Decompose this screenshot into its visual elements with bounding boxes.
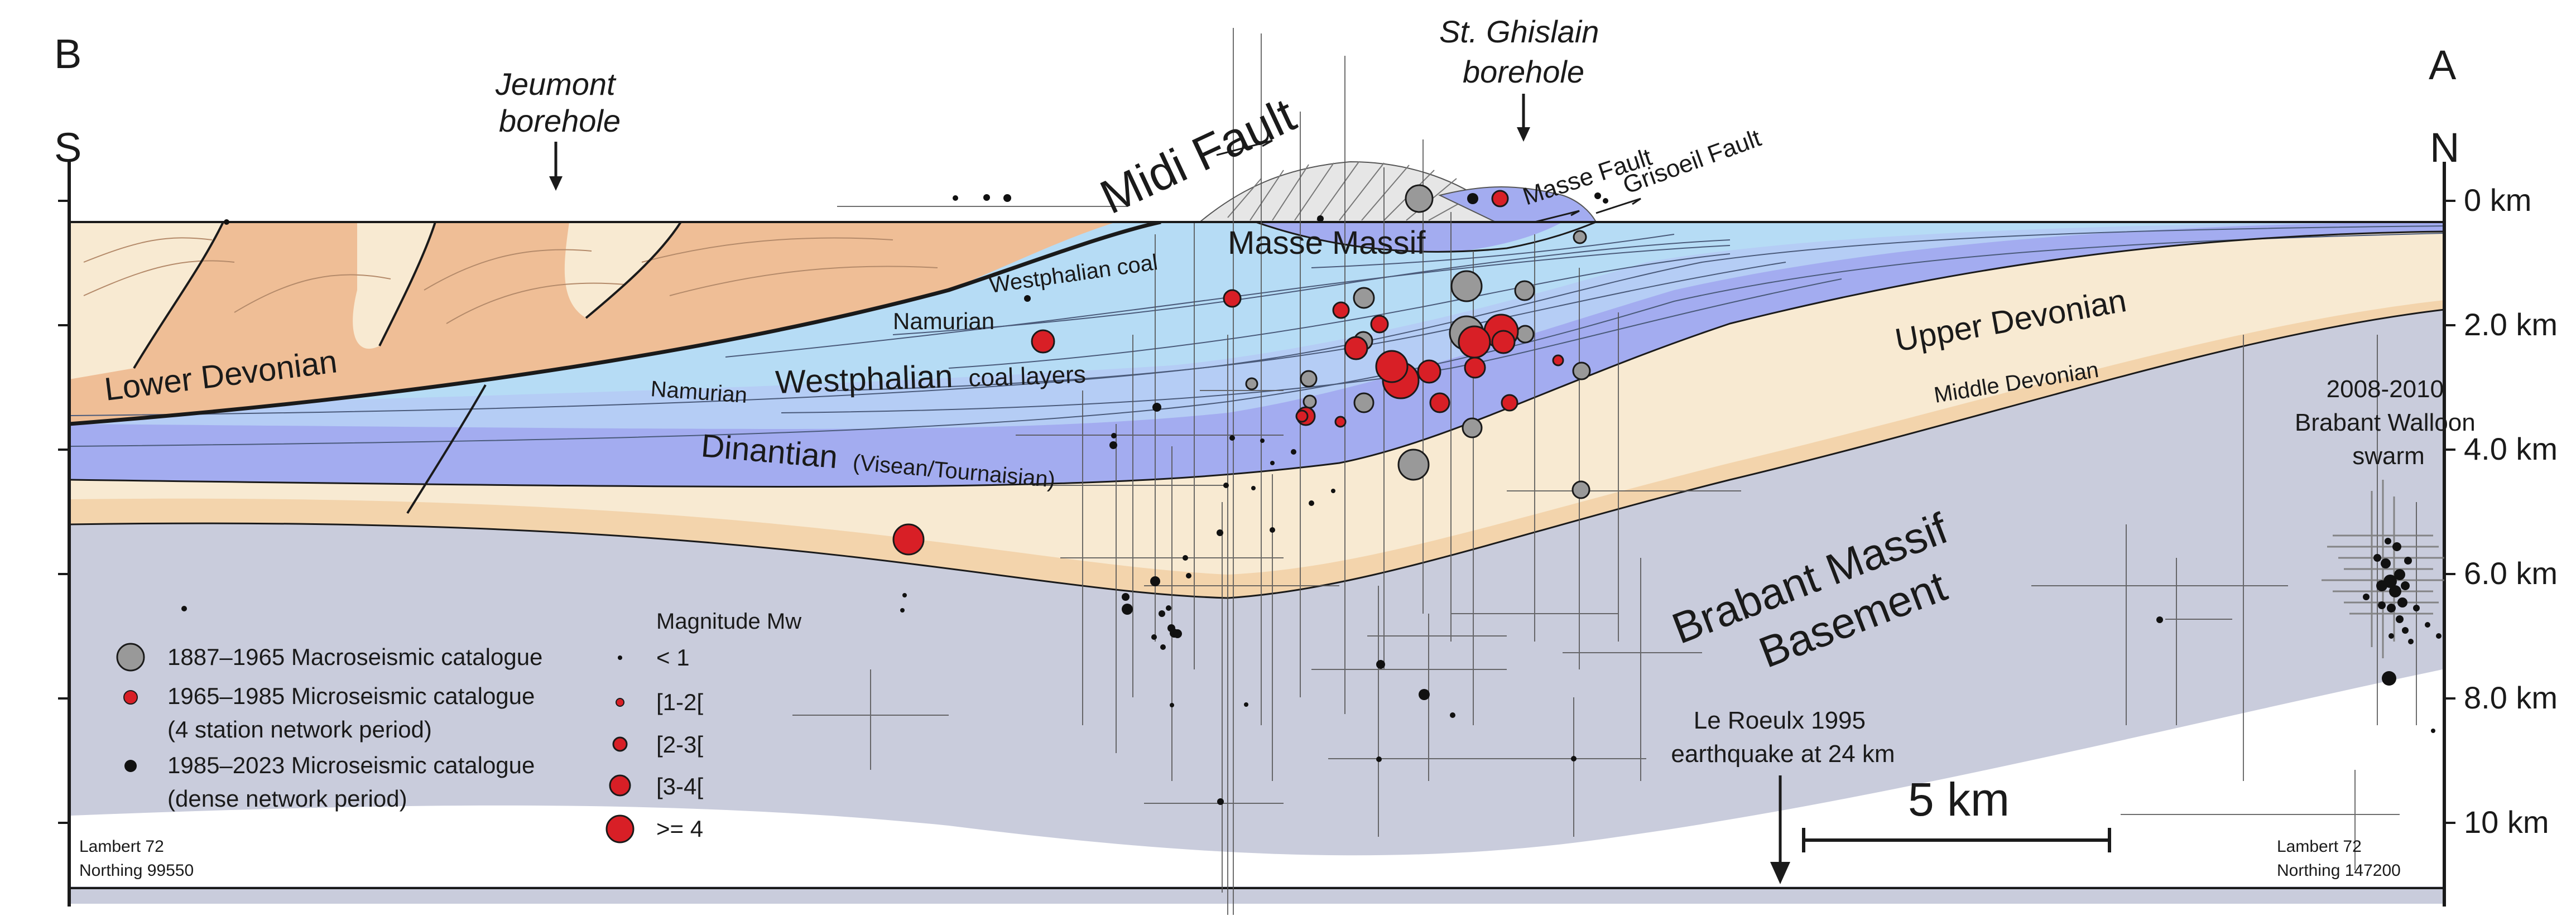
legend-mag-5-symbol: [605, 814, 635, 843]
panel-letter-a: A: [2429, 42, 2457, 88]
legend-micro-dense-text: 1985–2023 Microseismic catalogue (dense …: [167, 752, 541, 812]
swarm-bars: [2322, 480, 2444, 658]
left-depth-ticks: [58, 200, 69, 824]
lower-devonian-layer: [69, 222, 1116, 424]
legend-mag-5: >= 4: [656, 816, 703, 842]
legend-mag-3: [2-3[: [656, 731, 703, 758]
direction-south: S: [54, 124, 81, 171]
right-depth-ticks: [2444, 200, 2455, 824]
legend: 1887–1965 Macroseismic catalogue 1965–19…: [116, 609, 801, 843]
microseismic-4-station-events: [892, 190, 1564, 556]
section-frame: [68, 162, 2446, 907]
fold-lines: [83, 237, 938, 324]
middle-devonian-layer: [69, 300, 2444, 598]
legend-macro-symbol: [116, 643, 145, 672]
left-coordinates: Lambert 72 Northing 99550: [79, 837, 194, 880]
le-roeulx-label: Le Roeulx 1995 earthquake at 24 km: [1671, 707, 1895, 768]
svg-text:2.0 km: 2.0 km: [2464, 307, 2558, 342]
jeumont-label: Jeumont borehole: [495, 66, 624, 138]
uncertainty-bars: [792, 28, 2417, 915]
fault-lines: [69, 222, 1597, 514]
legend-micro-old-text: 1965–1985 Microseismic catalogue (4 stat…: [167, 683, 541, 743]
midi-fault-line: [69, 222, 1161, 426]
swarm-label: 2008-2010 Brabant Walloon swarm: [2295, 375, 2482, 470]
borehole-arrows: [549, 94, 1790, 884]
microseismic-dense-events: [181, 192, 2442, 805]
svg-text:6.0 km: 6.0 km: [2464, 556, 2558, 591]
panel-letter-b: B: [54, 31, 81, 77]
legend-mag-4-symbol: [609, 774, 631, 797]
legend-mag-1: < 1: [656, 644, 690, 671]
legend-mag-2: [1-2[: [656, 689, 703, 715]
legend-mag-2-symbol: [616, 698, 624, 707]
hatched-remnant: [1198, 161, 1597, 223]
direction-north: N: [2430, 124, 2459, 171]
svg-text:4.0 km: 4.0 km: [2464, 431, 2558, 466]
legend-mag-1-symbol: [618, 655, 622, 660]
thrust-wedge-b: [353, 222, 435, 349]
legend-mag-4: [3-4[: [656, 773, 703, 799]
legend-mag-3-symbol: [612, 736, 628, 752]
svg-text:0 km: 0 km: [2464, 182, 2531, 218]
lower-white-area: [71, 669, 2443, 886]
svg-text:10 km: 10 km: [2464, 804, 2549, 840]
svg-text:8.0 km: 8.0 km: [2464, 680, 2558, 715]
masse-massif-body: [1256, 222, 1563, 253]
st-ghislain-label: St. Ghislain borehole: [1439, 14, 1608, 89]
fault-arrows: [1216, 139, 1641, 223]
depth-axis-labels: 0 km 2.0 km 4.0 km 6.0 km 8.0 km 10 km: [2464, 182, 2558, 840]
namurian-upper-label: Namurian: [893, 308, 994, 334]
scale-bar-label: 5 km: [1908, 773, 2010, 826]
thrust-wedge-a: [69, 222, 223, 379]
legend-micro-dense-symbol: [124, 760, 137, 772]
layer-boundaries: [69, 230, 2444, 599]
legend-macro-text: 1887–1965 Macroseismic catalogue: [167, 644, 542, 670]
legend-magnitude-title: Magnitude Mw: [656, 609, 801, 634]
westphalian-layers-label: Westphalian coal layers: [775, 354, 1086, 401]
masse-massif-label: Masse Massif: [1228, 225, 1426, 261]
legend-micro-old-symbol: [123, 690, 138, 705]
thrust-wedge-c: [564, 222, 681, 318]
section-layers: [69, 222, 2444, 904]
scale-bar-line: [1802, 828, 2111, 852]
right-coordinates: Lambert 72 Northing 147200: [2277, 837, 2401, 880]
